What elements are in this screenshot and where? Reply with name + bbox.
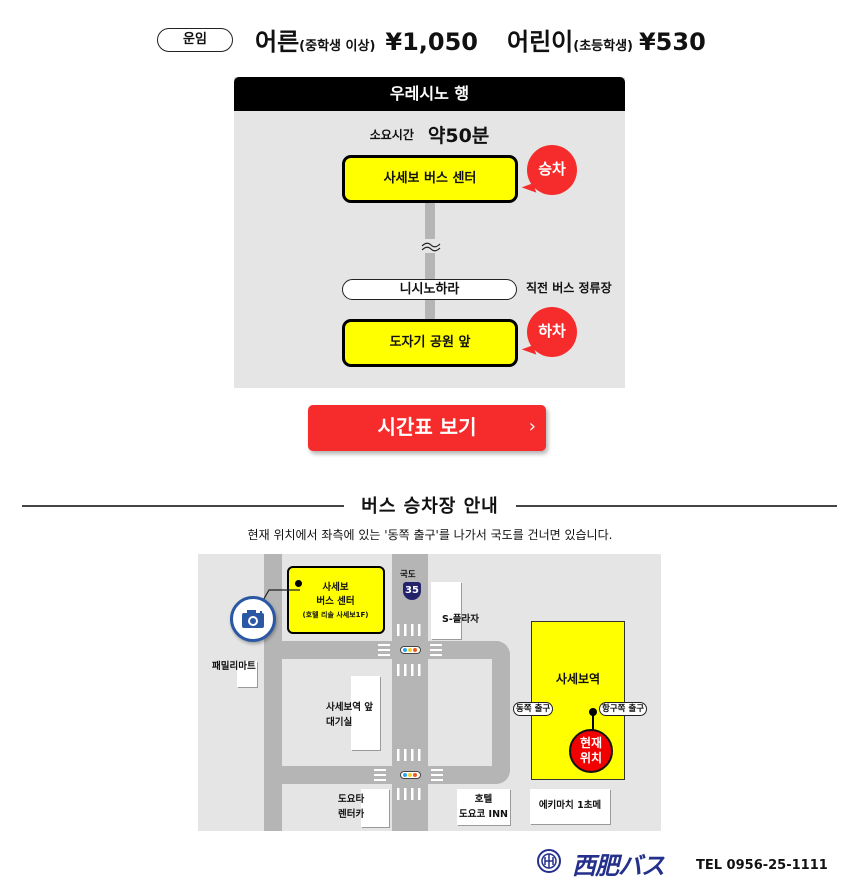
adult-fare: 어른(중학생 이상) ¥1,050 (255, 22, 478, 57)
company-name: 西肥バス (572, 852, 665, 880)
crosswalk (397, 749, 423, 761)
alighting-badge: 하차 (527, 307, 577, 357)
fare-row: 운임 어른(중학생 이상) ¥1,050 어린이(초등학생) ¥530 (0, 22, 860, 62)
road-south (264, 766, 510, 784)
chevron-right-icon: › (528, 416, 536, 437)
duration: 소요시간 약50분 (234, 121, 625, 148)
company-tel: TEL 0956-25-1111 (696, 858, 828, 873)
station-label: 사세보역 (555, 672, 601, 686)
family-mart-label: 패밀리마트 (212, 661, 256, 672)
crosswalk (431, 769, 443, 781)
waiting-room-label: 사세보역 앞 대기실 (326, 700, 373, 730)
building-family-mart (237, 661, 257, 687)
crosswalk (430, 644, 442, 656)
building-waiting-room (351, 676, 380, 750)
fare-badge: 운임 (157, 28, 233, 52)
bus-center-line2: 버스 센터 (316, 596, 355, 607)
crosswalk (374, 769, 386, 781)
adult-price: ¥1,050 (385, 28, 479, 56)
s-plaza-label: S-플라자 (442, 614, 480, 625)
bus-center-line1: 사세보 (322, 582, 349, 593)
camera-photo-button[interactable] (230, 596, 276, 642)
previous-stop: 니시노하라 (342, 279, 517, 300)
traffic-signal-icon (400, 646, 421, 654)
adult-label: 어른 (255, 28, 300, 56)
boarding-stop: 사세보 버스 센터 (342, 155, 518, 203)
timetable-button-label: 시간표 보기 (377, 415, 477, 439)
bus-center-marker (295, 580, 302, 587)
traffic-signal-icon (400, 771, 421, 779)
harbor-exit-label: 항구쪽 출구 (599, 702, 648, 716)
building-hotel (457, 789, 510, 825)
toyota-line2: 렌터카 (338, 809, 365, 820)
adult-note: (중학생 이상) (299, 39, 376, 54)
divider-right (516, 505, 837, 507)
toyota-label: 도요타 렌터카 (338, 792, 364, 822)
previous-stop-note: 직전 버스 정류장 (526, 281, 612, 295)
bus-center-box: 사세보 버스 센터 (호텔 리솔 사세보1F) (287, 566, 385, 634)
current-location-marker: 현재 위치 (569, 729, 613, 773)
building-ekimachi (530, 789, 610, 824)
boarding-badge: 승차 (527, 145, 577, 195)
route-35-sign: 35 (403, 582, 421, 600)
route-destination: 우레시노 행 (234, 77, 625, 111)
east-exit-label: 동쪽 출구 (513, 702, 554, 716)
child-price: ¥530 (638, 28, 706, 56)
waiting-room-line2: 대기실 (326, 717, 353, 728)
nishi-hi-bus-logo-icon (537, 849, 561, 873)
divider-left (22, 505, 344, 507)
timetable-button[interactable]: 시간표 보기 › (308, 405, 546, 451)
child-fare: 어린이(초등학생) ¥530 (507, 22, 706, 57)
exit-connector (592, 714, 594, 731)
road-route35 (392, 554, 428, 831)
current-location-line2: 위치 (579, 751, 603, 765)
bus-center-line3: (호텔 리솔 사세보1F) (302, 611, 369, 619)
hotel-label: 호텔 도요코 INN (457, 792, 510, 822)
route-skip-icon (420, 239, 442, 253)
road-east (492, 641, 510, 784)
area-map: S-플라자 패밀리마트 사세보역 앞 대기실 도요타 렌터카 호텔 도요코 IN… (198, 554, 661, 831)
ekimachi-label: 에키마치 1초메 (538, 800, 602, 811)
building-s-plaza (431, 582, 461, 639)
crosswalk (378, 644, 390, 656)
route-sign-label: 국도 (400, 570, 416, 580)
crosswalk (397, 624, 423, 636)
route-line (425, 202, 435, 322)
duration-label: 소요시간 (369, 128, 414, 142)
building-toyota (361, 789, 389, 827)
hotel-line2: 도요코 INN (459, 809, 508, 820)
crosswalk (397, 664, 423, 676)
crosswalk (397, 788, 423, 800)
waiting-room-line1: 사세보역 앞 (326, 702, 374, 713)
child-note: (초등학생) (573, 39, 633, 54)
alighting-stop: 도자기 공원 앞 (342, 319, 518, 367)
toyota-line1: 도요타 (338, 794, 365, 805)
hotel-line1: 호텔 (474, 794, 493, 805)
duration-value: 약50분 (427, 125, 490, 147)
route-card: 우레시노 행 소요시간 약50분 사세보 버스 센터 승차 니시노하라 직전 버스… (234, 77, 625, 388)
current-location-line1: 현재 (579, 736, 603, 750)
camera-icon (242, 610, 264, 628)
exit-marker (589, 708, 597, 716)
child-label: 어린이 (507, 28, 574, 56)
section-description: 현재 위치에서 좌측에 있는 '동쪽 출구'를 나가서 국도를 건너면 있습니다… (247, 528, 613, 542)
section-title: 버스 승차장 안내 (361, 496, 499, 517)
